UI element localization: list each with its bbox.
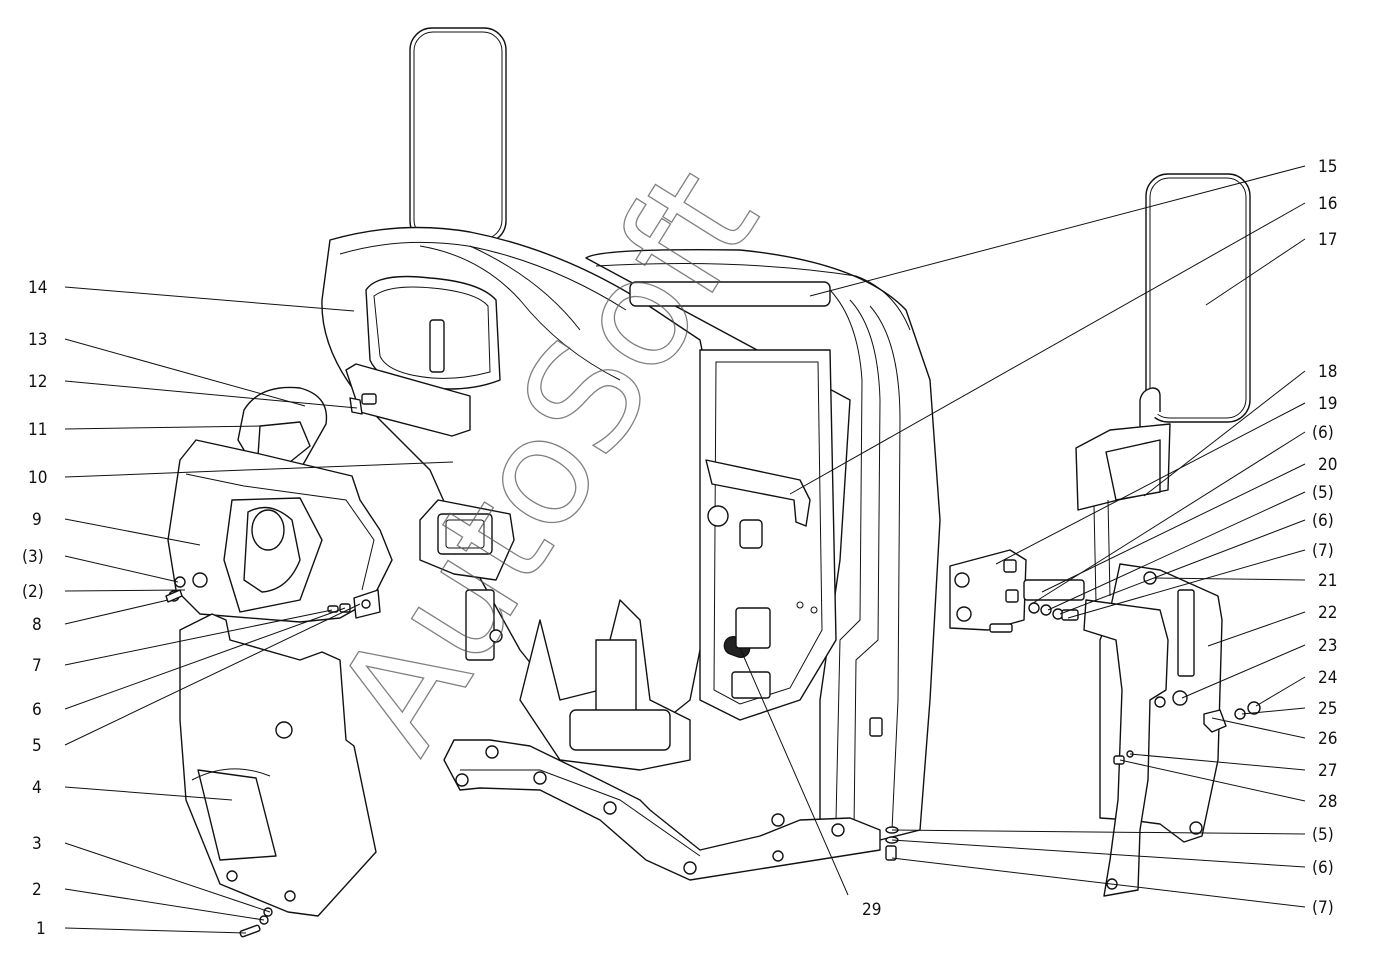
leader-21	[1153, 577, 1306, 581]
leader-22	[1207, 611, 1306, 647]
callout-20: 20	[1318, 455, 1337, 475]
callout-6-paren-c: (6)	[1312, 858, 1334, 878]
leader-7b	[891, 857, 1306, 908]
callout-12: 12	[28, 372, 47, 392]
callout-22: 22	[1318, 603, 1337, 623]
callout-6: 6	[32, 700, 42, 720]
callout-21: 21	[1318, 571, 1337, 591]
leader-5b	[891, 829, 1306, 835]
leader-6c	[891, 839, 1306, 868]
callout-15: 15	[1318, 157, 1337, 177]
callout-26: 26	[1318, 729, 1337, 749]
leader-8	[64, 599, 169, 625]
callout-24: 24	[1318, 668, 1337, 688]
leader-14	[64, 286, 355, 312]
callout-29: 29	[862, 900, 881, 920]
leader-15	[809, 165, 1306, 297]
leader-24	[1255, 676, 1306, 707]
callout-2: 2	[32, 880, 42, 900]
leader-5a	[1047, 491, 1306, 611]
leader-10	[64, 461, 454, 478]
leader-4	[64, 786, 233, 801]
cab-drawing	[165, 27, 1261, 938]
leader-lines	[64, 165, 1306, 934]
leader-19	[995, 402, 1306, 565]
leader-16	[789, 202, 1306, 495]
right-mirror	[1139, 173, 1251, 432]
callout-8: 8	[32, 615, 42, 635]
callout-16: 16	[1318, 194, 1337, 214]
leader-7	[64, 609, 333, 666]
leader-13	[64, 338, 306, 407]
callout-3-paren: (3)	[22, 547, 44, 567]
callout-7: 7	[32, 656, 42, 676]
callout-5-paren-a: (5)	[1312, 483, 1334, 503]
callout-10: 10	[28, 468, 47, 488]
leader-2p	[64, 589, 186, 592]
callout-5-paren-b: (5)	[1312, 825, 1334, 845]
right-bracket-assembly	[885, 423, 1261, 897]
leader-9	[64, 518, 201, 546]
leader-5	[64, 603, 361, 746]
leader-6	[64, 607, 346, 710]
floor-bolts	[455, 745, 845, 875]
leader-11	[64, 425, 264, 430]
callout-27: 27	[1318, 761, 1337, 781]
callouts-right: 15 16 17 18 19 (6) 20 (5) (6) (7) 21 22 …	[1312, 157, 1337, 918]
leader-1	[64, 927, 247, 934]
callout-11: 11	[28, 420, 47, 440]
callout-17: 17	[1318, 230, 1337, 250]
left-mirror	[409, 27, 507, 244]
leader-23	[1181, 644, 1306, 699]
leader-2	[64, 888, 265, 921]
callouts-left: 14 13 12 11 10 9 (3) (2) 8 7 6 5 4 3 2 1	[22, 278, 47, 939]
callout-25: 25	[1318, 699, 1337, 719]
callout-13: 13	[28, 330, 47, 350]
callout-1: 1	[36, 919, 46, 939]
leader-12	[64, 380, 358, 409]
leader-26	[1211, 717, 1306, 739]
callout-9: 9	[32, 510, 42, 530]
left-side-cover-assembly	[165, 363, 471, 938]
cab-body	[321, 226, 941, 881]
callout-6-paren-a: (6)	[1312, 423, 1334, 443]
callout-18: 18	[1318, 362, 1337, 382]
leader-6a	[1029, 431, 1306, 606]
leader-7a	[1067, 549, 1306, 619]
leader-28	[1119, 759, 1306, 802]
callout-6-paren-b: (6)	[1312, 511, 1334, 531]
callout-3: 3	[32, 834, 42, 854]
callout-14: 14	[28, 278, 47, 298]
leader-6b	[1059, 519, 1306, 615]
callout-23: 23	[1318, 636, 1337, 656]
callout-5: 5	[32, 736, 42, 756]
callout-7-paren-a: (7)	[1312, 541, 1334, 561]
leader-3p	[64, 555, 179, 583]
callout-19: 19	[1318, 394, 1337, 414]
callout-28: 28	[1318, 792, 1337, 812]
leader-3	[64, 842, 271, 913]
callout-7-paren-b: (7)	[1312, 898, 1334, 918]
callout-2-paren: (2)	[22, 582, 44, 602]
leader-17	[1205, 238, 1306, 306]
leader-25	[1241, 707, 1306, 715]
leader-29	[739, 647, 849, 896]
leader-27	[1129, 753, 1306, 771]
leader-18	[1143, 370, 1306, 497]
leader-20	[1041, 463, 1306, 593]
callout-4: 4	[32, 778, 42, 798]
